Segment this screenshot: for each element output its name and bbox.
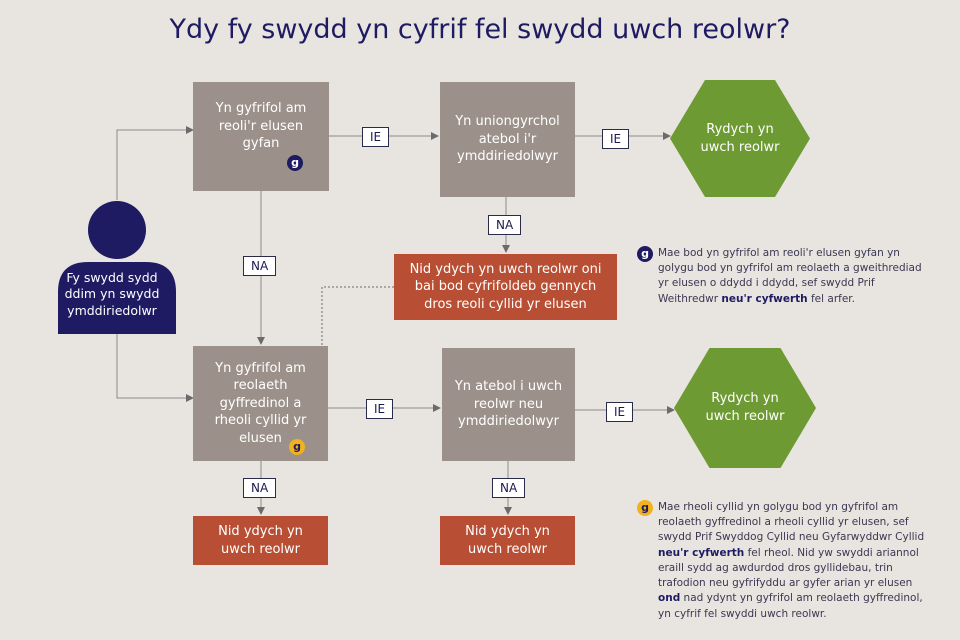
person-label: Fy swydd sydd ddim yn swydd ymddiriedolw… [64,270,160,318]
edge-label-no-q1-q3: NA [243,256,277,276]
badge-note-1: g [287,155,303,171]
connector-person-q3 [116,318,194,402]
note-1-bold-a: neu'r cyfwerth [721,292,808,305]
dotted-link-n1-q3 [321,286,394,346]
page-title: Ydy fy swydd yn cyfrif fel swydd uwch re… [169,14,791,45]
note-1: Mae bod yn gyfrifol am reoli'r elusen gy… [658,246,928,307]
outcome-not-senior-unless-finance: Nid ydych yn uwch reolwr oni bai bod cyf… [394,254,617,320]
outcome-not-senior-manager-1: Nid ydych yn uwch reolwr [193,516,328,565]
edge-label-yes-q2-r1: IE [602,129,630,149]
note-1-badge: g [637,246,653,262]
result-senior-manager-1-text: Rydych yn uwch reolwr [700,121,780,155]
edge-label-yes-q1-q2: IE [362,127,390,147]
result-senior-manager-2-text: Rydych yn uwch reolwr [705,391,785,424]
edge-label-no-q2-n1: NA [488,215,522,235]
note-2-text-a: Mae rheoli cyllid yn golygu bod yn gyfri… [658,501,925,544]
note-2-text-c: nad ydynt yn gyfrifol am reolaeth gyffre… [658,592,923,620]
question-general-and-finance-management: Yn gyfrifol am reolaeth gyffredinol a rh… [193,346,328,461]
outcome-not-senior-manager-2-text: Nid ydych yn uwch reolwr [465,523,550,557]
question-manage-whole-charity-text: Yn gyfrifol am reoli'r elusen gyfan [215,101,307,152]
question-accountable-to-senior-or-trustees: Yn atebol i uwch reolwr neu ymddiriedolw… [442,348,575,461]
question-general-and-finance-management-text: Yn gyfrifol am reolaeth gyffredinol a rh… [214,360,307,446]
note-2-bold-b: ond [658,592,681,605]
badge-note-2: g [289,439,305,455]
edge-label-yes-q4-r2: IE [606,402,634,422]
edge-label-no-q4-n3: NA [492,478,526,498]
edge-label-yes-q3-q4: IE [366,399,394,419]
note-2-text-b: fel rheol. Nid yw swyddi ariannol eraill… [658,546,919,590]
question-accountable-to-trustees-text: Yn uniongyrchol atebol i'r ymddiriedolwy… [455,114,560,165]
person-icon [58,201,176,334]
note-1-text-a: Mae bod yn gyfrifol am reoli'r elusen gy… [658,247,922,305]
edge-label-no-q3-n2: NA [243,478,277,498]
note-2: Mae rheoli cyllid yn golygu bod yn gyfri… [658,500,928,622]
outcome-not-senior-manager-2: Nid ydych yn uwch reolwr [440,516,575,565]
outcome-not-senior-manager-1-text: Nid ydych yn uwch reolwr [218,523,303,557]
note-2-badge: g [637,500,653,516]
note-1-text-b: fel arfer. [807,292,855,305]
question-manage-whole-charity: Yn gyfrifol am reoli'r elusen gyfan [193,82,329,191]
outcome-not-senior-unless-finance-text: Nid ydych yn uwch reolwr oni bai bod cyf… [409,261,602,312]
note-2-bold-a: neu'r cyfwerth [658,546,745,559]
question-accountable-to-trustees: Yn uniongyrchol atebol i'r ymddiriedolwy… [440,82,575,197]
connector-person-q1 [116,126,194,200]
result-senior-manager-2: Rydych yn uwch reolwr [674,348,816,468]
question-accountable-to-senior-or-trustees-text: Yn atebol i uwch reolwr neu ymddiriedolw… [454,379,563,430]
